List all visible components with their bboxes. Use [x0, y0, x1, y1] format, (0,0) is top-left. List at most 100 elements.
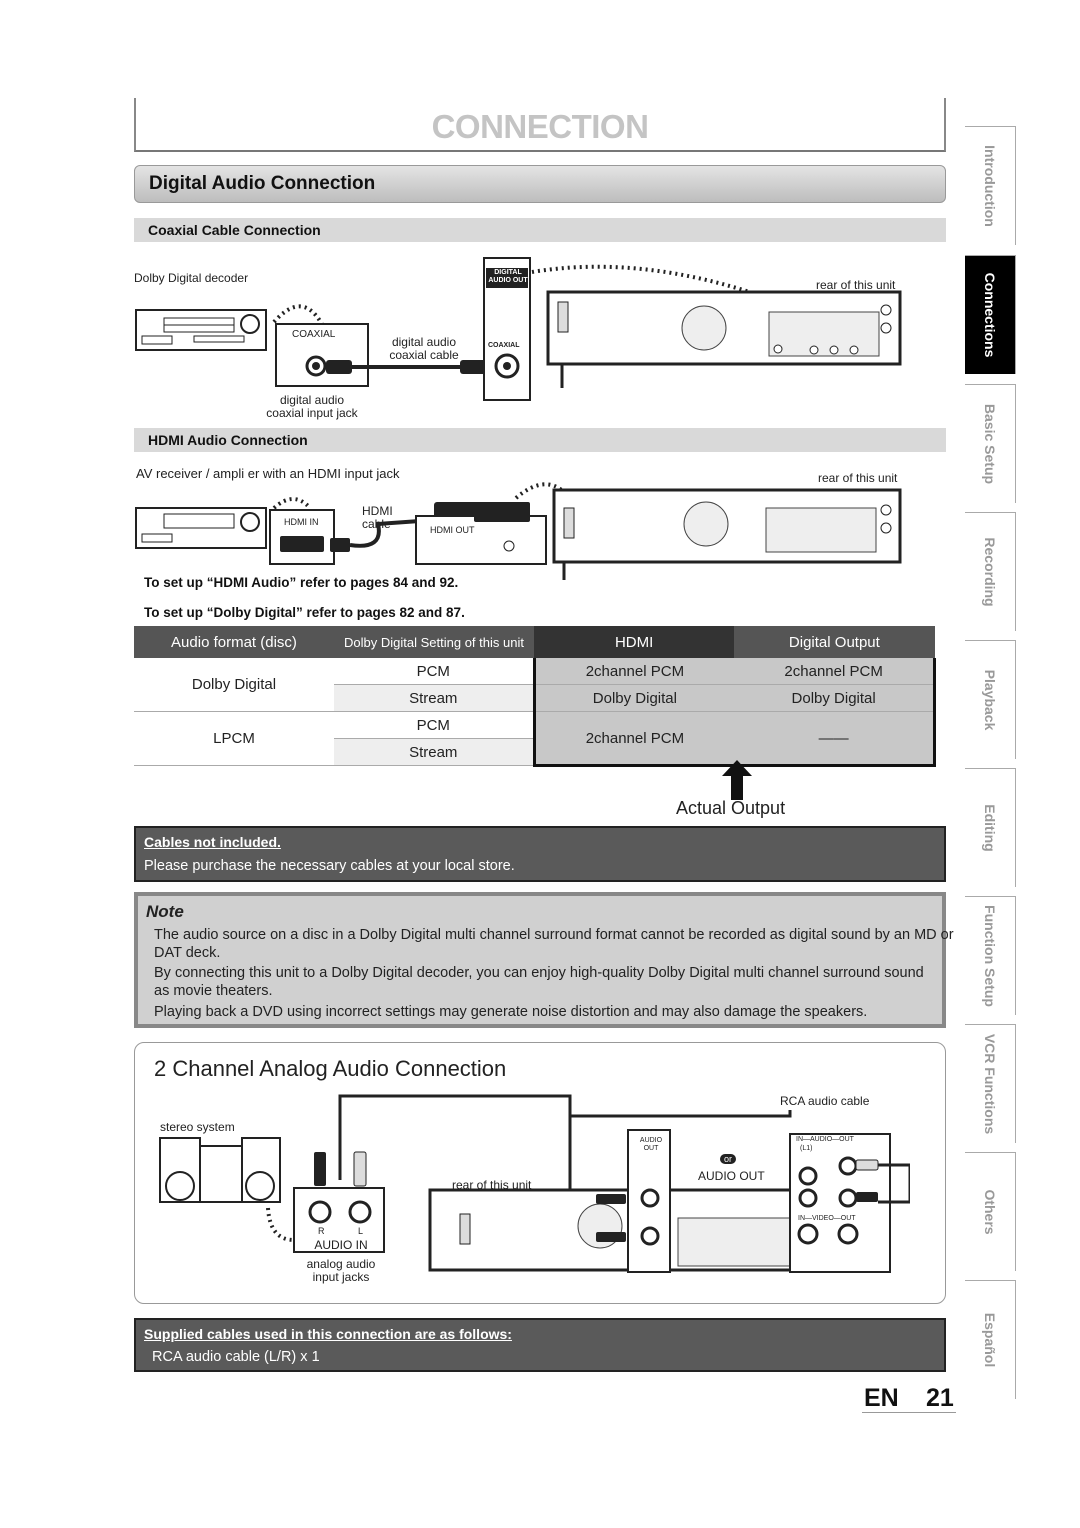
l1-label: (L1) — [800, 1145, 813, 1152]
up-arrow-icon — [722, 760, 752, 800]
input-jack-line-1: digital audio — [279, 393, 345, 407]
tab-function-setup-label: Function Setup — [982, 905, 998, 1007]
tab-playback-label: Playback — [982, 669, 998, 731]
row-setting: Stream — [333, 738, 535, 766]
row-digital: 2channel PCM — [734, 658, 937, 685]
section-header: Digital Audio Connection — [134, 165, 946, 203]
hdmi-cable-line-2: cable — [362, 517, 391, 531]
audio-out-small-line-2: OUT — [643, 1145, 659, 1152]
tab-espanol-label: Español — [982, 1312, 998, 1368]
cables-text: Please purchase the necessary cables at … — [144, 858, 515, 874]
receiver-device-icon — [135, 507, 267, 549]
tab-others[interactable]: Others — [965, 1152, 1016, 1271]
hdmi-cable-line-1: HDMI — [362, 504, 393, 518]
rear-unit-icon — [546, 290, 902, 388]
tab-espanol[interactable]: Español — [965, 1280, 1016, 1399]
hdmi-out-label: HDMI OUT — [430, 525, 475, 535]
note-item-3: Playing back a DVD using incorrect setti… — [154, 1004, 868, 1020]
stereo-system-label: stereo system — [160, 1120, 235, 1134]
header-audio-format: Audio format (disc) — [134, 626, 334, 658]
tab-editing-label: Editing — [982, 804, 998, 852]
row-hdmi: 2channel PCM — [532, 658, 735, 685]
hdmi-plug-left — [330, 538, 350, 552]
cable-label-line-2: coaxial cable — [389, 348, 459, 362]
actual-output-label: Actual Output — [676, 798, 786, 818]
cables-notice: Cables not included. Please purchase the… — [134, 826, 946, 882]
analog-section — [134, 1042, 946, 1304]
audio-in-panel — [293, 1187, 385, 1253]
hdmi-diagram — [135, 482, 902, 580]
row-setting: PCM — [333, 658, 535, 685]
in-audio-out-label: IN—AUDIO—OUT — [796, 1136, 854, 1143]
tab-vcr-functions-label: VCR Functions — [982, 1033, 998, 1135]
coaxial-jack-panel — [275, 323, 369, 387]
row-digital: Dolby Digital — [734, 684, 937, 712]
tab-playback[interactable]: Playback — [965, 640, 1016, 759]
tab-recording[interactable]: Recording — [965, 512, 1016, 631]
hdmi-rear-unit-icon — [552, 488, 902, 580]
tab-basic-setup[interactable]: Basic Setup — [965, 384, 1016, 503]
tab-function-setup[interactable]: Function Setup — [965, 896, 1016, 1015]
supplied-cables-box: Supplied cables used in this connection … — [134, 1318, 946, 1372]
audio-out-small-label: AUDIO OUT — [630, 1137, 672, 1153]
supplied-text: RCA audio cable (L/R) x 1 — [152, 1349, 320, 1365]
hdmi-out-panel — [415, 515, 547, 565]
supplied-title: Supplied cables used in this connection … — [144, 1326, 512, 1342]
audio-out-label: AUDIO OUT — [698, 1169, 765, 1183]
analog-rear-label: rear of this unit — [452, 1178, 532, 1192]
hdmi-heading: HDMI Audio Connection — [148, 432, 308, 448]
input-jack-label: digital audio coaxial input jack — [252, 394, 372, 420]
tab-others-label: Others — [982, 1189, 998, 1235]
tab-basic-setup-label: Basic Setup — [982, 403, 998, 485]
footer-lang: EN — [864, 1384, 899, 1412]
tab-editing[interactable]: Editing — [965, 768, 1016, 887]
cable-label-line-1: digital audio — [391, 335, 457, 349]
hdmi-in-label: HDMI IN — [284, 517, 319, 527]
audio-out-small-line-1: AUDIO — [639, 1137, 663, 1144]
digital-label: DIGITAL — [494, 269, 522, 276]
decoder-device-icon — [135, 309, 267, 351]
coaxial-small-label: COAXIAL — [488, 342, 520, 349]
header-digital-output: Digital Output — [734, 626, 935, 658]
in-video-out-label: IN—VIDEO—OUT — [798, 1215, 856, 1222]
page-number: 21 — [926, 1384, 954, 1412]
note-item-2: By connecting this unit to a Dolby Digit… — [154, 965, 924, 999]
coaxial-rear-label: rear of this unit — [816, 278, 896, 292]
stereo-system-icon — [159, 1137, 281, 1203]
coaxial-cable-label: digital audio coaxial cable — [384, 336, 464, 362]
coaxial-diagram — [135, 257, 902, 401]
tab-recording-label: Recording — [982, 537, 998, 607]
dolby-setup-ref: To set up “Dolby Digital” refer to pages… — [144, 605, 465, 620]
audio-in-r: R — [318, 1226, 325, 1236]
row-hdmi: Dolby Digital — [532, 684, 735, 712]
section-title: Digital Audio Connection — [149, 173, 376, 194]
coaxial-heading: Coaxial Cable Connection — [148, 222, 321, 238]
analog-diagram — [159, 1094, 910, 1273]
row-digital: —— — [734, 711, 937, 767]
input-jack-line-2: coaxial input jack — [266, 406, 358, 420]
note-title: Note — [146, 902, 184, 921]
row-hdmi: 2channel PCM — [532, 711, 735, 767]
note-item-1: The audio source on a disc in a Dolby Di… — [154, 927, 954, 961]
hdmi-heading-bar: HDMI Audio Connection — [134, 428, 946, 452]
coaxial-plug-left — [326, 360, 352, 374]
tab-vcr-functions[interactable]: VCR Functions — [965, 1024, 1016, 1143]
hdmi-setup-ref: To set up “HDMI Audio” refer to pages 84… — [144, 575, 459, 590]
row-setting: PCM — [333, 711, 535, 739]
tab-introduction[interactable]: Introduction — [965, 126, 1016, 245]
row-setting: Stream — [333, 684, 535, 712]
analog-title: 2 Channel Analog Audio Connection — [154, 1056, 507, 1081]
audio-out-label: AUDIO OUT — [488, 277, 528, 284]
row-format-lpcm: LPCM — [134, 711, 334, 766]
row-format-dolby: Dolby Digital — [134, 658, 334, 712]
digital-audio-out-label: DIGITAL AUDIO OUT — [486, 269, 530, 285]
cables-title: Cables not included. — [144, 834, 281, 850]
header-dolby-setting: Dolby Digital Setting of this unit — [333, 626, 535, 658]
rca-cable-label: RCA audio cable — [780, 1094, 870, 1108]
jacks-line-2: input jacks — [312, 1270, 370, 1284]
coaxial-plug-right — [460, 360, 486, 374]
tab-connections[interactable]: Connections — [965, 255, 1016, 374]
receiver-label: AV receiver / ampli er with an HDMI inpu… — [136, 466, 400, 481]
header-hdmi: HDMI — [534, 626, 735, 658]
audio-format-table: Audio format (disc) Dolby Digital Settin… — [134, 626, 937, 767]
